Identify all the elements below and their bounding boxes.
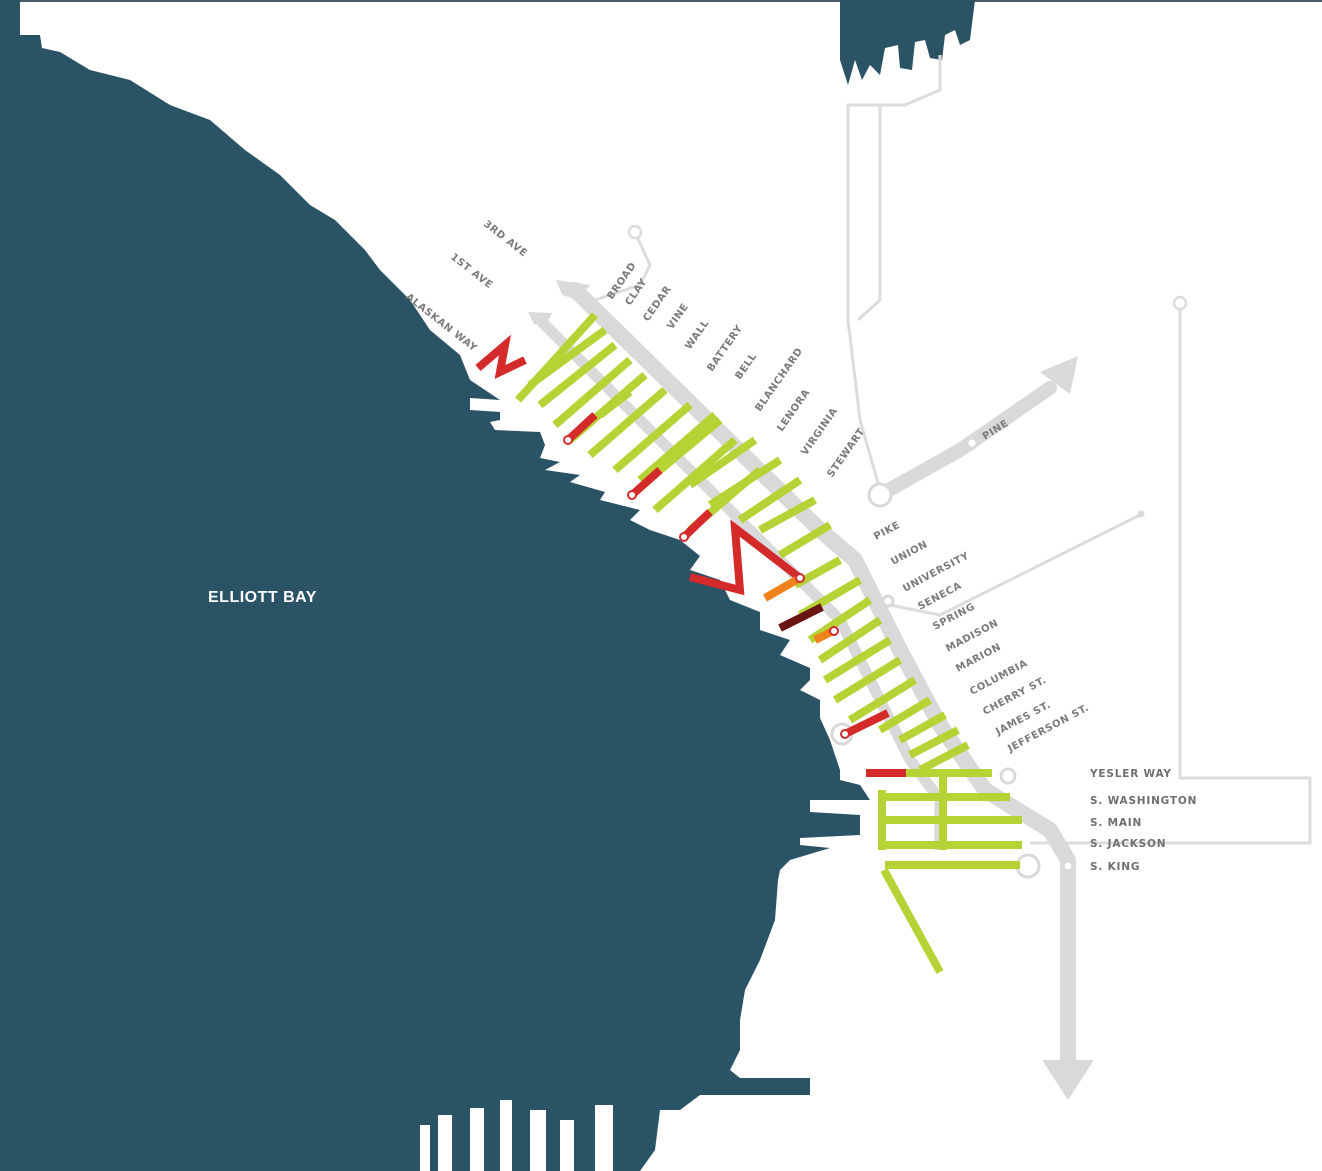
orange-segment-1 [763,574,802,602]
street-label-stewart: STEWART [825,426,867,479]
north-water-inlet [840,0,975,85]
avenue-label-1st: 1ST AVE [448,252,494,292]
thin-connector-lines [594,55,1312,845]
main-route [567,282,1076,1068]
street-label-virginia: VIRGINIA [799,406,840,458]
street-label-yesler: YESLER WAY [1089,768,1172,780]
street-label-lenora: LENORA [775,387,812,434]
arrow-pine-icon [1040,356,1078,394]
street-label-vine: VINE [665,302,691,332]
segment-markers [563,435,850,739]
connector-end-broad [627,224,643,240]
street-label-king: S. KING [1090,861,1140,873]
top-border [0,0,1322,2]
street-label-union: UNION [889,539,930,568]
arrow-south-icon [1042,1060,1094,1100]
street-label-pike: PIKE [872,520,902,543]
arrow-north-2-icon [528,312,552,326]
street-label-cedar: CEDAR [641,284,673,324]
avenue-label-3rd: 3RD AVE [481,219,529,260]
connector-end-top [1172,295,1188,311]
street-label-washington: S. WASHINGTON [1090,795,1197,807]
street-label-bell: BELL [733,351,759,382]
connector-end-spring [1137,510,1145,518]
darkred-segment [778,603,824,632]
street-label-wall: WALL [683,318,711,352]
route-nodes [830,436,1075,879]
pine-route [873,381,1057,502]
red-street-segments [475,334,906,777]
elliott-bay-water [0,0,870,1171]
water-label: ELLIOTT BAY [208,589,317,606]
street-label-spring: SPRING [931,601,977,632]
street-label-main: S. MAIN [1090,817,1142,829]
arrow-north-icon [556,280,590,300]
street-label-jackson: S. JACKSON [1090,838,1166,850]
